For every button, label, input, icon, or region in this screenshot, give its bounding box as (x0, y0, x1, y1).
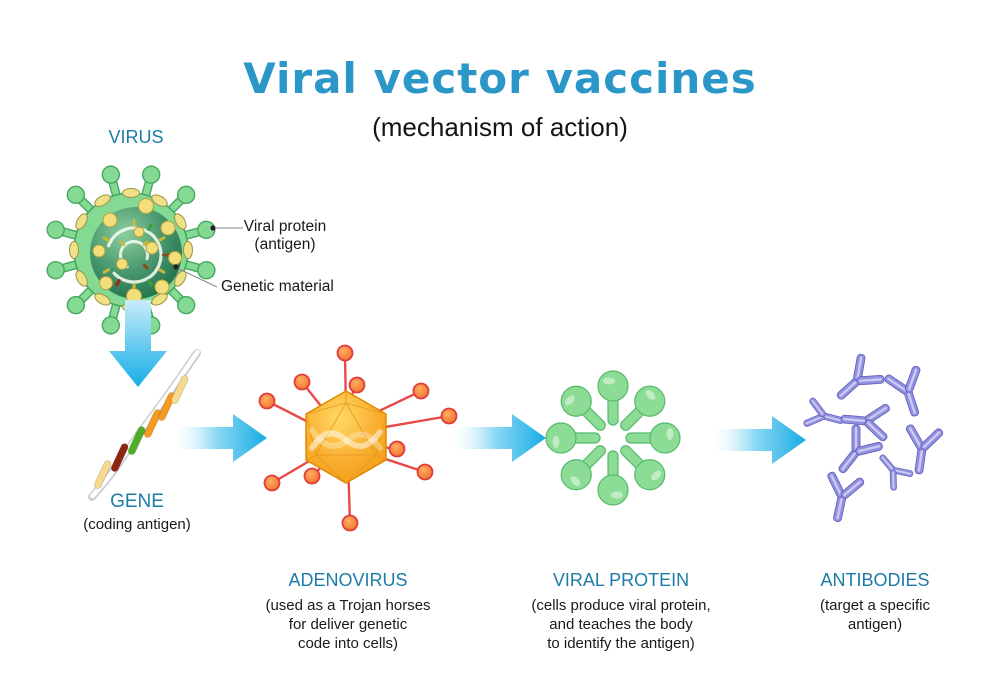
annotation-line: (antigen) (254, 236, 316, 253)
annotation-line: Viral protein (243, 218, 327, 235)
gene-sublabel: (coding antigen) (83, 516, 191, 533)
flow-arrow-icon (712, 416, 806, 464)
antibodies-label: ANTIBODIES (820, 570, 930, 590)
caption-line: for deliver genetic (288, 616, 408, 633)
viral-protein-annotation: Viral protein (antigen) (233, 218, 337, 254)
adenovirus-illustration (258, 344, 458, 532)
caption-line: to identify the antigen) (547, 635, 695, 652)
caption-line: (cells produce viral protein, (531, 597, 711, 614)
caption-line: and teaches the body (549, 616, 693, 633)
antibodies-description: (target a specific antigen) (760, 596, 990, 634)
page-subtitle: (mechanism of action) (372, 112, 628, 142)
gene-illustration (88, 349, 201, 501)
caption-line: antigen) (847, 616, 903, 633)
caption-antibodies: ANTIBODIES (target a specific antigen) (760, 570, 990, 634)
viral-protein-label: VIRAL PROTEIN (552, 570, 690, 590)
caption-adenovirus: ADENOVIRUS (used as a Trojan horses for … (233, 570, 463, 653)
caption-viral-protein: VIRAL PROTEIN (cells produce viral prote… (506, 570, 736, 653)
caption-line: (used as a Trojan horses (265, 597, 431, 614)
viral-protein-illustration (545, 370, 681, 506)
caption-line: code into cells) (297, 635, 399, 652)
adenovirus-description: (used as a Trojan horses for deliver gen… (233, 596, 463, 653)
viral-protein-description: (cells produce viral protein, and teache… (506, 596, 736, 653)
adenovirus-label: ADENOVIRUS (288, 570, 408, 590)
caption-gene: GENE (coding antigen) (47, 491, 227, 534)
page-title: Viral vector vaccines (243, 54, 757, 103)
virus-illustration (46, 165, 216, 335)
antibodies-illustration (801, 349, 946, 527)
annotation-leader-lines (173, 225, 243, 288)
flow-arrow-icon (173, 414, 267, 462)
virus-label: VIRUS (108, 127, 164, 147)
genetic-material-annotation: Genetic material (221, 278, 334, 295)
caption-line: (target a specific (819, 597, 931, 614)
flow-arrow-icon (109, 300, 167, 387)
flow-arrow-icon (452, 414, 546, 462)
gene-label: GENE (110, 491, 164, 512)
